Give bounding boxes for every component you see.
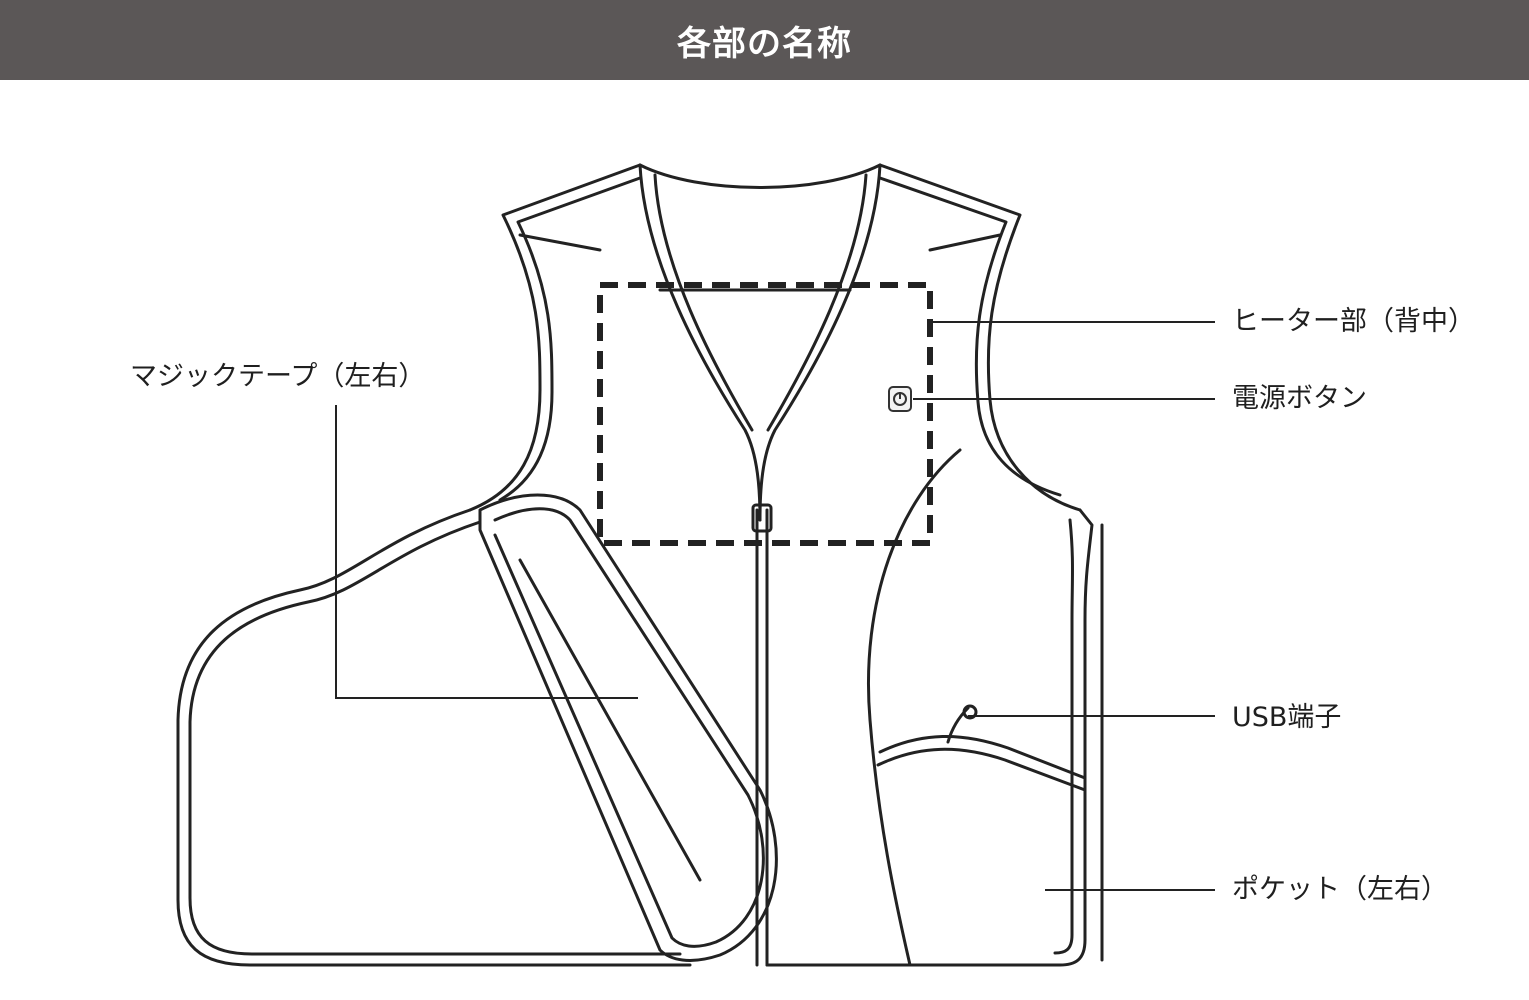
vest-left-shoulder-inner (498, 176, 642, 502)
vest-right-body (765, 508, 1094, 967)
vest-left-flap (478, 493, 778, 962)
label-heater: ヒーター部（背中） (1232, 306, 1475, 337)
vest-left-neck-edge (638, 163, 762, 522)
header-bar: 各部の名称 (0, 0, 1529, 80)
vest-right-neck-edge (758, 163, 882, 522)
header-title: 各部の名称 (677, 23, 852, 64)
vest-right-shoulder-inner (878, 176, 1062, 497)
vest-zipper-pull (751, 503, 773, 533)
vest-back-panel-side (518, 233, 1002, 252)
vest-left-shoulder (468, 163, 642, 512)
vest-right-front-curve (866, 448, 962, 967)
usb-cable (946, 706, 970, 744)
vest-right-shoulder (878, 163, 1082, 512)
vest-left-neck-edge-inner (653, 173, 754, 432)
label-velcro: マジックテープ（左右） (130, 361, 426, 392)
vest-left-body (176, 508, 692, 967)
label-pocket: ポケット（左右） (1232, 874, 1448, 905)
usb-port-icon (962, 704, 978, 720)
vest-back-collar (638, 163, 882, 189)
heater-area (597, 282, 933, 546)
vest-left-flap-fold (518, 558, 702, 882)
label-usb-port: USB端子 (1232, 702, 1342, 733)
vest-left-flap-inner (493, 507, 765, 948)
vest-pocket-inner (878, 735, 1087, 780)
vest-right-body-inner (1053, 518, 1074, 955)
power-button-icon (888, 386, 912, 412)
vest-right-neck-edge-inner (766, 173, 868, 432)
label-power-button: 電源ボタン (1232, 383, 1367, 414)
vest-pocket (876, 747, 1087, 792)
vest-left-body-inner (188, 520, 682, 956)
leader-velcro (335, 405, 638, 699)
